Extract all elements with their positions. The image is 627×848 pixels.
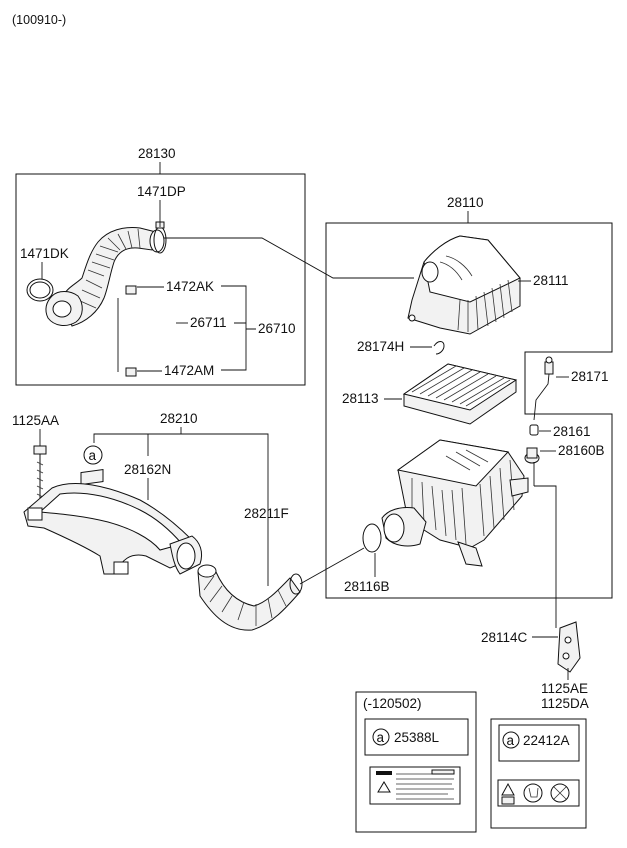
warning-label-25388L-icon xyxy=(369,766,461,805)
air-filter-icon xyxy=(402,363,518,425)
label-1472AM: 1472AM xyxy=(164,363,214,378)
label-1471DK: 1471DK xyxy=(20,246,69,261)
label-28113: 28113 xyxy=(342,391,379,406)
label-28160B: 28160B xyxy=(558,443,605,458)
clamp-28116B-icon xyxy=(362,523,382,553)
breather-hose-icon xyxy=(125,285,176,377)
label-box-left-part: 25388L xyxy=(394,730,440,745)
label-28110: 28110 xyxy=(447,195,484,210)
label-1125AE: 1125AE xyxy=(541,681,588,696)
label-box-left-date: (-120502) xyxy=(363,696,422,711)
warning-label-22412A-icon xyxy=(497,779,580,807)
label-1125AA: 1125AA xyxy=(12,413,59,428)
label-28211F: 28211F xyxy=(244,506,289,521)
label-box-right-marker: a xyxy=(507,733,515,748)
label-28162N: 28162N xyxy=(124,462,171,477)
label-28116B: 28116B xyxy=(344,579,390,594)
label-box-right: a 22412A xyxy=(490,718,587,829)
intake-hose-icon xyxy=(45,227,165,327)
label-1472AK: 1472AK xyxy=(166,279,214,294)
hose-28211F-icon xyxy=(197,564,303,631)
label-box-right-part: 22412A xyxy=(523,733,570,748)
sensor-28171-icon xyxy=(533,356,554,421)
group-28130: 28130 1471DP 1 xyxy=(15,146,306,386)
diagram-code: (100910-) xyxy=(12,13,66,27)
label-26710: 26710 xyxy=(258,321,296,336)
air-cleaner-body-icon xyxy=(381,439,529,567)
group-28110: 28110 28111 28174H 28113 xyxy=(325,195,613,599)
label-28111: 28111 xyxy=(533,273,569,288)
label-28130: 28130 xyxy=(138,146,176,161)
air-cleaner-cover-icon xyxy=(407,235,521,335)
label-26711: 26711 xyxy=(190,315,227,330)
label-28114C: 28114C xyxy=(481,630,528,645)
label-1471DP: 1471DP xyxy=(137,184,186,199)
label-sticker-icon xyxy=(80,468,104,486)
label-28161: 28161 xyxy=(553,424,591,439)
grommet-28161-icon xyxy=(529,424,539,436)
bushing-28160B-icon xyxy=(524,447,540,464)
ref-marker-circle xyxy=(83,445,103,465)
group-28110-box xyxy=(325,222,613,599)
label-28171: 28171 xyxy=(571,369,609,384)
ref-marker-a: a xyxy=(89,448,97,463)
label-28174H: 28174H xyxy=(357,339,404,354)
label-1125DA: 1125DA xyxy=(541,696,589,711)
clamp-1471DK-icon xyxy=(26,278,54,302)
label-box-left-marker: a xyxy=(377,730,385,745)
label-28210: 28210 xyxy=(160,411,198,426)
bracket-28114C-icon xyxy=(557,621,581,673)
group-28130-box xyxy=(15,173,306,386)
air-duct-icon xyxy=(23,483,203,575)
label-box-left: (-120502) a 25388L xyxy=(355,691,477,833)
bolt-1125AA-icon xyxy=(33,445,47,506)
clip-28174H-icon xyxy=(433,341,445,355)
